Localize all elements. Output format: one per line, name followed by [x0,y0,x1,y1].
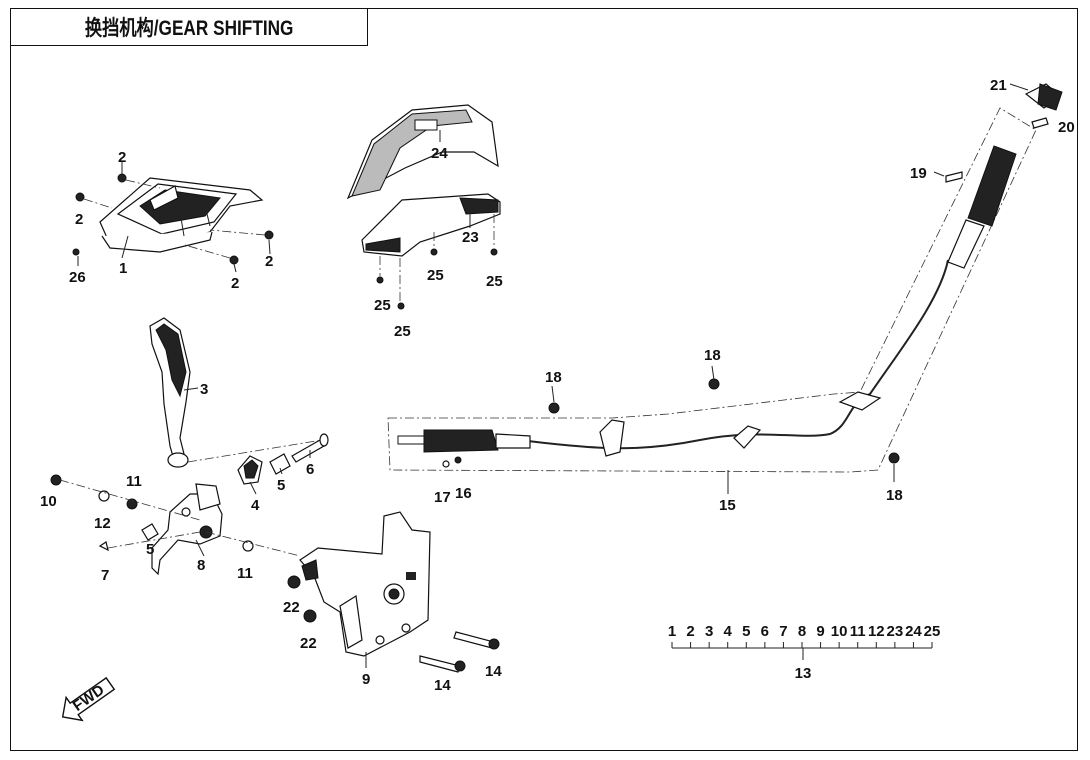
callout-26: 26 [69,269,86,286]
callout-9: 9 [362,671,370,688]
kit-item-label: 7 [779,623,787,640]
callout-2: 2 [75,211,83,228]
kit-item-label: 10 [831,623,848,640]
callout-11: 11 [237,565,253,582]
part-4-bushing [237,455,263,485]
callout-5: 5 [277,477,285,494]
part-24-boot [346,104,499,200]
callout-17: 17 [434,489,451,506]
part-1-shifter-housing [99,177,264,253]
callout-1: 1 [119,260,127,277]
callout-10: 10 [40,493,57,510]
kit-item-label: 25 [924,623,941,640]
fwd-arrow: FWD [61,676,116,722]
callout-16: 16 [455,485,472,502]
callout-18: 18 [886,487,903,504]
callout-14: 14 [485,663,502,680]
callout-5: 5 [146,541,154,558]
kit-item-label: 4 [724,623,733,640]
callout-2: 2 [231,275,239,292]
callout-25: 25 [374,297,391,314]
callout-labels: 2 2 2 2 26 1 24 23 25 25 25 25 3 4 5 5 6… [40,77,1075,694]
part-6-bolt [291,433,329,463]
callout-20: 20 [1058,119,1075,136]
callout-23: 23 [462,229,479,246]
title-box: 换挡机构/GEAR SHIFTING [10,8,368,46]
part-22-nuts [287,575,317,623]
kit-item-label: 11 [850,623,866,640]
callout-14: 14 [434,677,451,694]
callout-15: 15 [719,497,736,514]
kit-label-13: 13 [795,665,812,682]
part-15-cable [387,107,1037,473]
callout-11: 11 [126,473,142,490]
kit-item-label: 3 [705,623,713,640]
part-8-pivot-bracket [151,483,223,576]
callout-22: 22 [283,599,300,616]
callout-22: 22 [300,635,317,652]
kit-item-label: 12 [868,623,885,640]
callout-6: 6 [306,461,314,478]
callout-25: 25 [427,267,444,284]
washer-hardware [50,474,301,557]
part-23-bezel [361,193,501,310]
callout-2: 2 [118,149,126,166]
part-14-bolts [419,631,500,673]
kit-item-label: 5 [742,623,750,640]
bolt-2-group [72,173,274,265]
part-3-shift-lever [149,317,191,468]
kit-item-label: 1 [668,623,676,640]
callout-18: 18 [704,347,721,364]
kit-item-label: 9 [816,623,824,640]
callout-2: 2 [265,253,273,270]
cable-boot-and-end [945,83,1063,269]
kit-item-label: 23 [887,623,904,640]
callout-25: 25 [486,273,503,290]
kit-item-label: 24 [905,623,922,640]
callout-24: 24 [431,145,448,162]
callout-25: 25 [394,323,411,340]
diagram-frame [10,8,1078,751]
callout-12: 12 [94,515,111,532]
part-5-collar [141,453,291,541]
page-title: 换挡机构/GEAR SHIFTING [84,17,294,40]
part-9-base-bracket [299,511,431,657]
callout-21: 21 [990,77,1007,94]
kit-item-label: 2 [686,623,694,640]
callout-8: 8 [197,557,205,574]
callout-18: 18 [545,369,562,386]
callout-3: 3 [200,381,208,398]
callout-19: 19 [910,165,927,182]
leaders [77,83,1029,668]
kit-item-label: 6 [761,623,769,640]
callout-4: 4 [251,497,260,514]
kit-item-label: 8 [798,623,806,640]
callout-7: 7 [101,567,109,584]
